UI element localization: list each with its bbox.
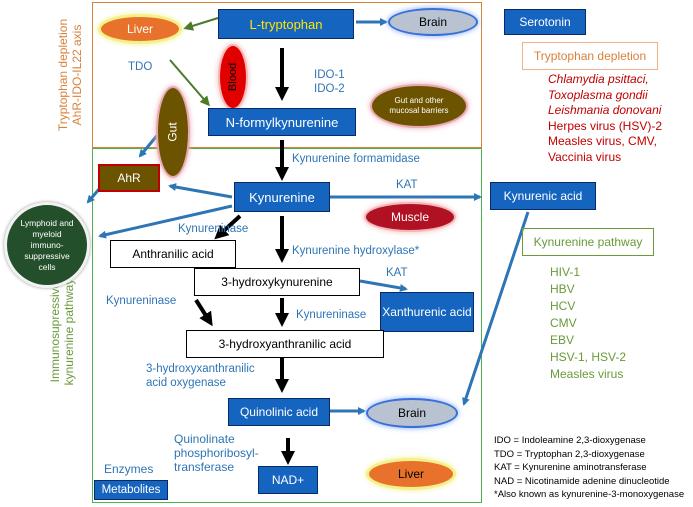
l-tryptophan-box: L-tryptophan <box>218 9 354 39</box>
ido-label: IDO-1 IDO-2 <box>314 69 345 95</box>
arrow-kynurenic-brain <box>462 211 530 406</box>
kat-mid-label: KAT <box>386 267 408 279</box>
tryptophan-depletion-title: Tryptophan depletion <box>533 49 647 63</box>
kynurenine-box: Kynurenine <box>234 182 330 212</box>
kp-item: HBV <box>550 282 575 296</box>
td-item: Toxoplasma gondii <box>548 87 648 102</box>
tryptophan-depletion-list: Chlamydia psittaci, Toxoplasma gondii Le… <box>548 72 662 165</box>
td-item: Measles virus, CMV, <box>548 134 657 148</box>
n-formylkynurenine-box: N-formylkynurenine <box>208 108 356 136</box>
gut-mucosal-barriers: Gut and other mucosal barriers <box>370 84 468 128</box>
arrow-kyn-ahr <box>168 183 233 199</box>
arrow-kyn-anthranilic <box>214 214 242 240</box>
quinolinic-acid-box: Quinolinic acid <box>228 398 330 426</box>
xanthurenic-acid-box: Xanthurenic acid <box>380 292 474 332</box>
blood: Blood <box>218 44 248 110</box>
muscle: Muscle <box>364 202 456 232</box>
kynurenine-pathway-frame <box>92 148 482 503</box>
td-item: Vaccinia virus <box>548 149 622 164</box>
haao-label: 3-hydroxyxanthranilic acid oxygenase <box>146 363 255 389</box>
arrow-tdo-nformyl <box>169 59 210 107</box>
kynurenine-pathway-title: Kynurenine pathway <box>533 235 643 249</box>
serotonin-box: Serotonin <box>504 9 586 35</box>
kp-item: HCV <box>550 299 576 313</box>
tryptophan-depletion-axis-label: Tryptophan depletion AhR-IDO-IL22 axis <box>56 18 84 132</box>
kp-item: HIV-1 <box>550 265 581 279</box>
metabolites-legend-box: Metabolites <box>94 480 168 500</box>
abbreviation-item: KAT = Kynurenine aminotransferase <box>494 462 647 473</box>
tryptophan-depletion-title-box: Tryptophan depletion <box>522 42 658 70</box>
hydroxykynurenine-box: 3-hydroxykynurenine <box>194 268 360 296</box>
td-item: Leishmania donovani <box>548 103 662 117</box>
anthranilic-acid-box: Anthranilic acid <box>110 240 236 268</box>
enzymes-legend-label: Enzymes <box>104 462 154 476</box>
kat-top-label: KAT <box>396 179 418 191</box>
arrow-tryptophan-liver <box>183 17 219 31</box>
liver-bottom: Liver <box>366 458 456 490</box>
nad-box: NAD+ <box>258 466 318 494</box>
brain-top: Brain <box>388 8 478 36</box>
abbreviations-legend: IDO = Indoleamine 2,3-dioxygenase TDO = … <box>494 434 684 502</box>
hydroxyanthranilic-acid-box: 3-hydroxyanthranilic acid <box>186 330 384 358</box>
kynurenine-pathway-list: HIV-1 HBV HCV CMV EBV HSV-1, HSV-2 Measl… <box>550 264 626 383</box>
qprt-label: Quinolinate phosphoribosyl- transferase <box>174 432 259 474</box>
arrow-anthranilic-3haa <box>194 298 213 327</box>
abbreviation-item: NAD = Nicotinamide adenine dinucleotide <box>494 475 670 487</box>
kynureninase-2-label: Kynureninase <box>106 295 177 307</box>
arrow-3hk-xanth <box>359 279 408 292</box>
kynureninase-1-label: Kynureninase <box>178 223 249 235</box>
lymphoid-myeloid-cells: Lymphoid and myeloid immuno-suppressive … <box>4 202 90 288</box>
kynurenine-formamidase-label: Kynurenine formamidase <box>292 153 420 165</box>
liver-top: Liver <box>98 14 182 44</box>
gut: Gut <box>156 86 190 178</box>
kynurenine-hydroxylase-label: Kynurenine hydroxylase* <box>292 245 420 257</box>
kynurenine-pathway-title-box: Kynurenine pathway <box>522 228 654 256</box>
td-item: Chlamydia psittaci, <box>548 72 649 86</box>
kp-item: EBV <box>550 333 575 347</box>
kp-item: Measles virus <box>550 367 624 381</box>
kp-item: CMV <box>550 316 577 330</box>
kynureninase-3-label: Kynureninase <box>296 309 367 321</box>
brain-bottom: Brain <box>366 398 458 428</box>
abbreviation-item: IDO = Indoleamine 2,3-dioxygenase <box>494 435 646 446</box>
td-item: Herpes virus (HSV)-2 <box>548 118 663 133</box>
tdo-label: TDO <box>128 61 153 73</box>
kp-item: HSV-1, HSV-2 <box>550 350 627 364</box>
tryptophan-depletion-frame <box>92 2 482 148</box>
abbreviation-item: TDO = Tryptophan 2,3-dioxygenase <box>494 448 645 460</box>
ahr-box: AhR <box>98 164 160 192</box>
abbreviation-item: *Also known as kynurenine-3-monoxygenase <box>494 489 685 500</box>
kynurenic-acid-box: Kynurenic acid <box>490 182 596 210</box>
arrow-kyn-lymphoid <box>98 204 233 239</box>
